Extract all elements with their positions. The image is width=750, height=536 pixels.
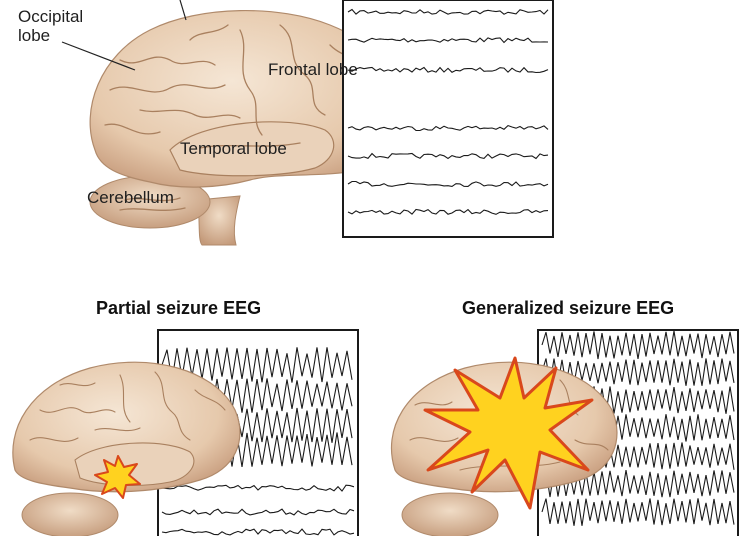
normal-eeg-trace: [347, 152, 549, 160]
generalized-seizure-burst: [423, 356, 594, 510]
partial-eeg-trace: [161, 508, 355, 516]
generalized-eeg-trace: [541, 498, 735, 526]
normal-eeg-trace: [347, 208, 549, 215]
partial-seizure-burst: [94, 455, 141, 499]
generalized-eeg-trace: [541, 330, 735, 360]
temporal-lobe-label: Temporal lobe: [180, 139, 287, 158]
top-pointer: [179, 0, 187, 21]
partial-brain: [12, 361, 241, 536]
normal-eeg-trace: [347, 37, 549, 44]
normal-eeg-panel: [342, 0, 554, 238]
normal-eeg-trace: [347, 66, 549, 74]
normal-eeg-trace: [347, 8, 549, 15]
normal-brain: [61, 0, 407, 246]
partial-eeg-trace: [161, 528, 355, 536]
partial-eeg-trace: [161, 484, 355, 492]
cerebellum-label: Cerebellum: [87, 188, 174, 207]
occipital-lobe-label: Occipital lobe: [18, 7, 84, 45]
partial-eeg-trace: [161, 347, 353, 383]
generalized-brain: [390, 356, 618, 536]
normal-eeg-trace: [347, 124, 549, 132]
generalized-eeg-trace: [541, 470, 735, 498]
occipital-pointer: [61, 41, 136, 71]
frontal-lobe-label: Frontal lobe: [268, 60, 358, 79]
normal-eeg-traces: [347, 8, 549, 215]
partial-seizure-title: Partial seizure EEG: [96, 298, 262, 318]
generalized-seizure-title: Generalized seizure EEG: [462, 298, 675, 318]
normal-eeg-trace: [347, 180, 549, 187]
